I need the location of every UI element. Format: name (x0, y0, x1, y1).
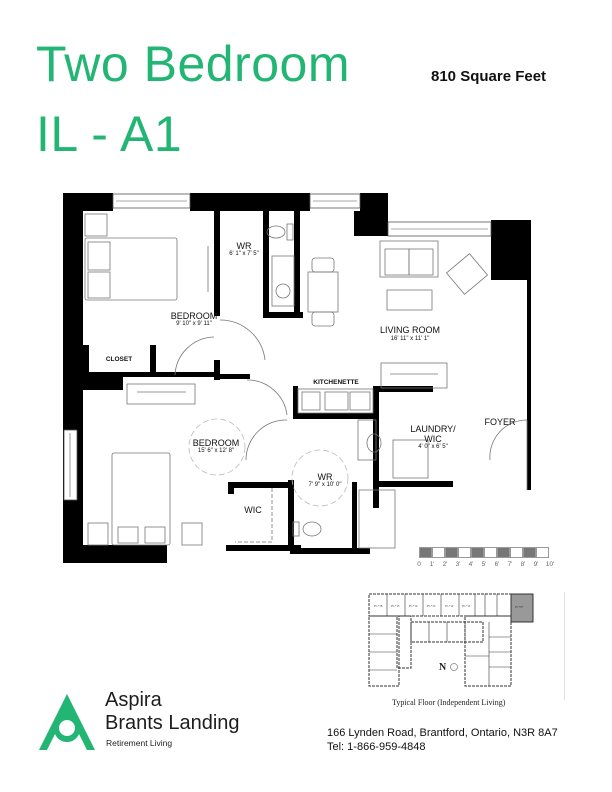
logo-text-aspira: Aspira (105, 689, 162, 711)
svg-text:IV-*07: IV-*07 (515, 605, 524, 609)
room-dims-living-room: 16' 11" x 11' 1" (390, 336, 430, 342)
room-dims-bedroom-1: 9' 10" x 9' 11" (176, 321, 212, 327)
scale-label: 10' (545, 561, 555, 568)
room-label-foyer: FOYER (484, 417, 516, 427)
svg-text:IV-*14: IV-*14 (409, 604, 418, 608)
key-plan-map: IV-*18 IV-*15 IV-*14 IV-*13 IV-*12 IV-*11 IV… (368, 593, 534, 687)
room-label-bedroom-2: BEDROOM (192, 438, 240, 448)
svg-text:IV-*18: IV-*18 (374, 604, 383, 608)
scale-label: 5' (481, 561, 487, 568)
address-text: 166 Lynden Road, Brantford, Ontario, N3R… (327, 727, 558, 739)
page-title-line1: Two Bedroom (36, 36, 350, 92)
scale-label: 3' (455, 561, 461, 568)
scale-label: 9' (533, 561, 539, 568)
phone-text: Tel: 1-866-959-4848 (327, 741, 426, 753)
square-feet-label: 810 Square Feet (431, 68, 547, 85)
scale-label: 0 (417, 561, 421, 568)
scale-label: 8' (520, 561, 526, 568)
svg-text:IV-*11: IV-*11 (462, 604, 471, 608)
room-label-wr-2: WR (317, 472, 333, 482)
room-label-bedroom-1: BEDROOM (170, 311, 218, 321)
room-label-kitchenette: KITCHENETTE (313, 379, 359, 386)
logo-text-brants-landing: Brants Landing (105, 712, 240, 734)
scale-label: 6' (494, 561, 500, 568)
room-dims-wr-1: 6' 1" x 7' 5" (229, 251, 259, 257)
north-compass-icon (450, 663, 458, 671)
room-dims-bedroom-2: 15' 6" x 12' 8" (197, 448, 235, 454)
page-title-line2: IL - A1 (36, 106, 183, 162)
room-dims-wr-2: 7' 9" x 10' 0" (308, 482, 342, 488)
scale-label: 2' (442, 561, 448, 568)
scale-bar (419, 547, 549, 558)
key-plan-caption: Typical Floor (Independent Living) (392, 698, 506, 707)
floor-plan-drawing (63, 193, 531, 563)
svg-text:IV-*13: IV-*13 (427, 604, 436, 608)
room-dims-laundry-wic: 4' 0" x 6' 5" (418, 444, 448, 450)
scale-label: 4' (468, 561, 474, 568)
logo-tagline: Retirement Living (106, 738, 173, 748)
room-label-wr-1: WR (236, 241, 252, 251)
room-label-laundry-wic: LAUNDRY/WIC (410, 424, 456, 444)
aspira-logo-icon (39, 694, 95, 750)
scale-bar-labels: 0 1' 2' 3' 4' 5' 6' 7' 8' 9' 10' (417, 561, 567, 571)
scale-label: 7' (507, 561, 513, 568)
scale-label: 1' (429, 561, 435, 568)
svg-text:IV-*15: IV-*15 (391, 604, 400, 608)
svg-text:IV-*12: IV-*12 (445, 604, 454, 608)
room-label-living-room: LIVING ROOM (379, 325, 441, 335)
north-label: N (439, 662, 447, 673)
room-label-closet: CLOSET (105, 356, 133, 363)
contact-block: 166 Lynden Road, Brantford, Ontario, N3R… (327, 726, 558, 754)
divider-line (564, 592, 565, 700)
room-label-wic: WIC (244, 505, 262, 515)
